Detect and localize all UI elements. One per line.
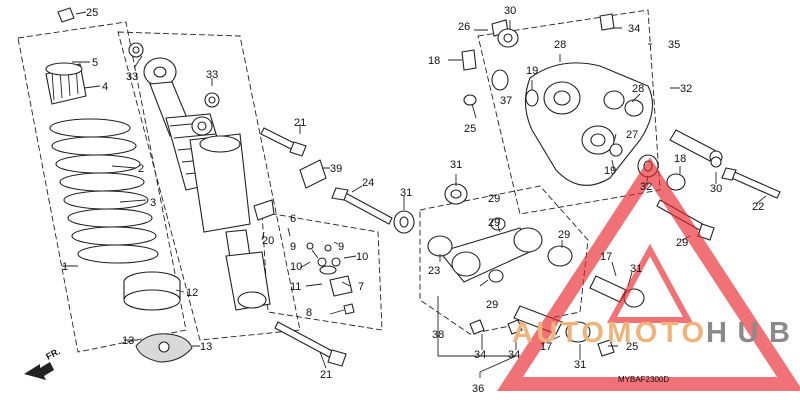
callout-25: 25 (464, 123, 476, 135)
callout-31: 31 (630, 263, 642, 275)
callout-8: 8 (306, 307, 312, 319)
spring-group-frame (17, 21, 187, 353)
spring-stopper-nut (45, 62, 87, 105)
callout-39: 39 (330, 163, 342, 175)
callout-28: 28 (632, 83, 644, 95)
upper-washer-right (204, 92, 220, 108)
callout-10: 10 (290, 261, 302, 273)
callout-34: 34 (474, 349, 486, 361)
callout-29: 29 (488, 217, 500, 229)
callout-24: 24 (362, 177, 374, 189)
callout-31: 31 (400, 187, 412, 199)
callout-1: 1 (62, 261, 68, 273)
front-direction-arrow-icon (24, 362, 54, 380)
callout-29: 29 (486, 299, 498, 311)
dust-seal-center (393, 210, 415, 234)
callout-22: 22 (752, 201, 764, 213)
arm-pivot-bolt (721, 167, 781, 199)
callout-25: 25 (86, 7, 98, 19)
arm-bearing-ring (666, 156, 722, 191)
coil-spring (49, 118, 159, 264)
callout-18: 18 (428, 55, 440, 67)
callout-30: 30 (710, 183, 722, 195)
callout-11: 11 (290, 281, 301, 293)
callout-19: 19 (526, 65, 538, 77)
callout-34: 34 (508, 349, 520, 361)
spring-seat (123, 271, 181, 311)
lower-nut (597, 339, 615, 357)
callout-13: 13 (122, 335, 134, 347)
callout-9: 9 (290, 241, 296, 253)
callout-28: 28 (554, 39, 566, 51)
label-sticker (299, 159, 327, 189)
callout-33: 33 (206, 69, 218, 81)
shock-absorber (143, 57, 271, 311)
callout-21: 21 (320, 369, 332, 381)
link-bolt (331, 187, 393, 225)
shock-mount-collar (191, 116, 213, 136)
callout-38: 38 (432, 329, 444, 341)
callout-31: 31 (574, 359, 586, 371)
callout-18: 18 (674, 153, 686, 165)
callout-17: 17 (540, 341, 552, 353)
diagram-code: MYBAF2300D (618, 375, 669, 384)
front-direction-label: FR. (44, 346, 61, 362)
callout-30: 30 (504, 5, 516, 17)
callout-10: 10 (356, 251, 368, 263)
callout-37: 37 (500, 95, 512, 107)
watermark-logo (497, 157, 800, 391)
callout-27: 27 (626, 129, 638, 141)
leader-lines (62, 11, 767, 378)
callout-29: 29 (488, 193, 500, 205)
callout-23: 23 (428, 265, 440, 277)
callout-26: 26 (458, 21, 470, 33)
callout-17: 17 (600, 251, 612, 263)
callout-29: 29 (676, 237, 688, 249)
watermark-brand-part1: AUTOMOTO (512, 317, 704, 349)
callout-13: 13 (200, 341, 212, 353)
upper-mount-bolt (260, 127, 307, 157)
stopper-plate (135, 333, 193, 363)
callout-29: 29 (558, 229, 570, 241)
callout-21: 21 (294, 117, 306, 129)
callout-25: 25 (626, 341, 638, 353)
link-group-frame (419, 185, 589, 335)
lower-mount-bolt (274, 321, 347, 367)
callout-34: 34 (628, 23, 640, 35)
callout-2: 2 (138, 163, 144, 175)
callout-3: 3 (150, 197, 156, 209)
callout-6: 6 (290, 213, 296, 225)
callout-33: 33 (126, 71, 138, 83)
callout-31: 31 (450, 159, 462, 171)
shock-arm (524, 62, 654, 186)
callout-32: 32 (640, 181, 652, 193)
watermark-brand-part2: HUB (706, 317, 790, 349)
callout-7: 7 (358, 281, 364, 293)
upper-washer-left (128, 42, 144, 58)
callout-36: 36 (472, 383, 484, 395)
top-nut (57, 7, 75, 23)
callout-9: 9 (338, 241, 344, 253)
callout-5: 5 (92, 57, 98, 69)
shock-group-frame (117, 31, 301, 341)
link-nuts (469, 319, 523, 335)
callout-35: 35 (668, 39, 680, 51)
callout-19: 19 (604, 165, 616, 177)
callout-32: 32 (680, 83, 692, 95)
callout-20: 20 (262, 235, 274, 247)
shock-link (427, 217, 573, 283)
adjuster-kit-parts (253, 199, 355, 315)
callout-12: 12 (186, 287, 198, 299)
dust-seal-upper (444, 183, 468, 205)
callout-4: 4 (102, 81, 108, 93)
